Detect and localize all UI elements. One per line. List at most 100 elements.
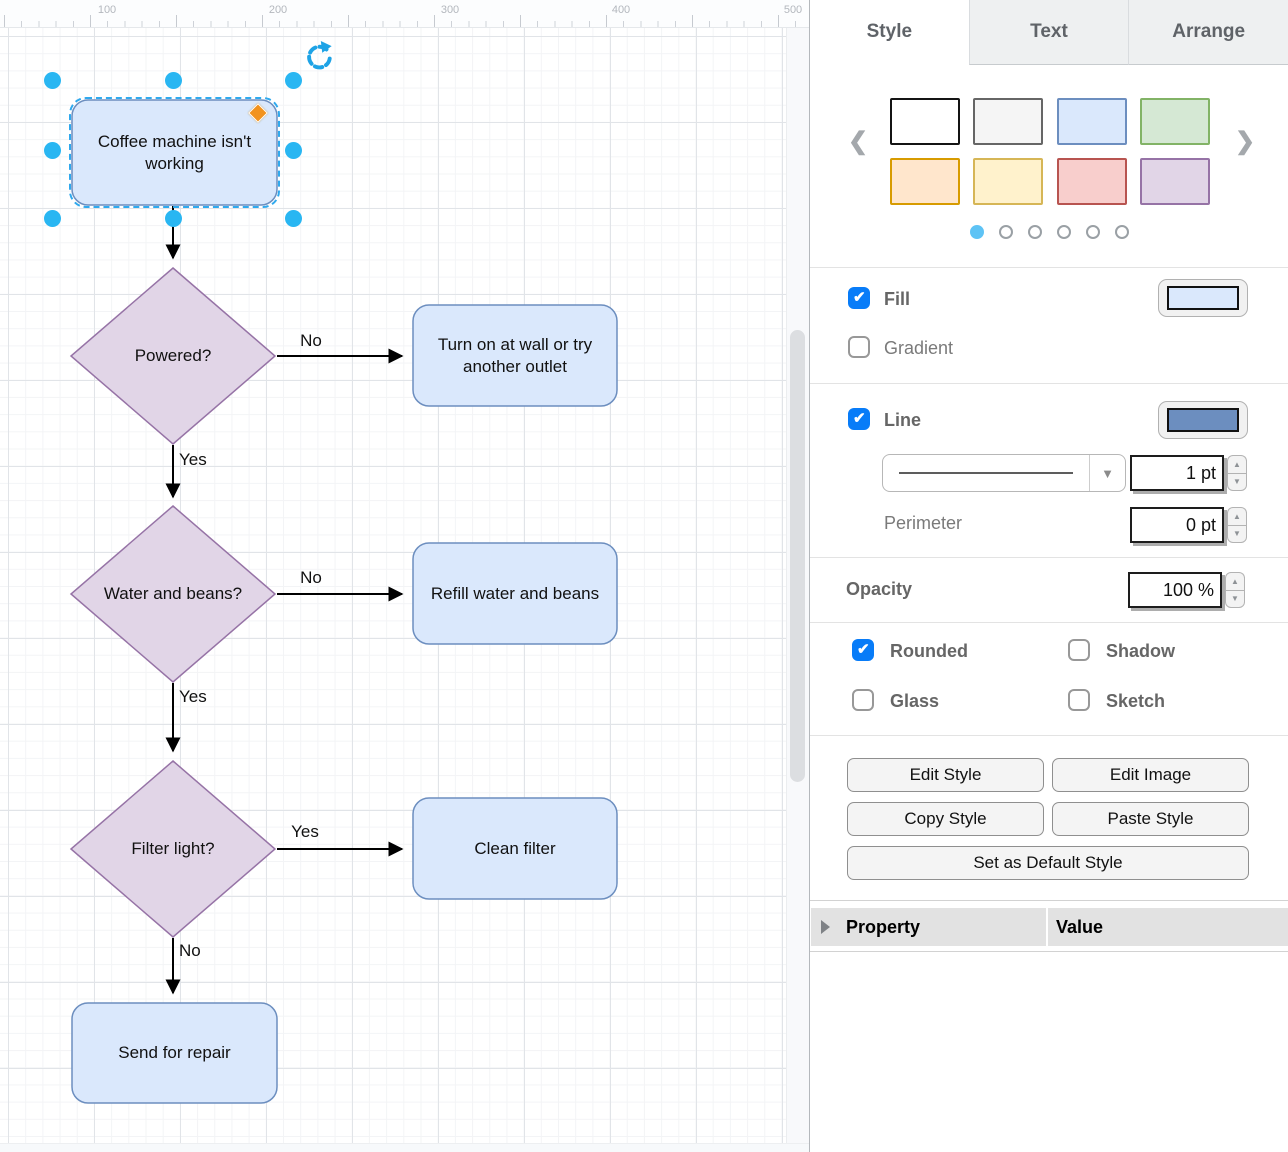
opacity-input[interactable]: 100 % [1128,572,1222,608]
shadow-checkbox[interactable] [1068,639,1090,661]
gradient-checkbox[interactable] [848,336,870,358]
page-dot[interactable] [998,225,1013,239]
edit-style-button[interactable]: Edit Style [847,758,1044,792]
stepper-up-icon[interactable]: ▲ [1227,507,1247,525]
paste-style-button[interactable]: Paste Style [1052,802,1249,836]
line-width-stepper[interactable]: ▲ ▼ [1227,455,1247,491]
diagram-canvas[interactable]: 100 200 300 400 500 [0,0,809,1152]
section-divider [810,622,1288,623]
line-width-input[interactable]: 1 pt [1130,455,1224,491]
fill-color-button[interactable] [1158,279,1248,317]
expander-triangle-icon[interactable] [821,920,830,934]
palette-page-dots [810,225,1288,239]
resize-handle-nw[interactable] [44,72,61,89]
section-divider [810,951,1288,952]
section-divider [810,383,1288,384]
stepper-down-icon[interactable]: ▼ [1227,472,1247,491]
page-dot[interactable] [1027,225,1042,239]
opacity-stepper[interactable]: ▲ ▼ [1225,572,1245,608]
section-divider [810,735,1288,736]
stepper-up-icon[interactable]: ▲ [1227,455,1247,473]
page-dot[interactable] [1085,225,1100,239]
gradient-label: Gradient [884,338,954,358]
edge-label-water-no[interactable]: No [300,568,322,587]
style-preset-swatch[interactable] [1140,158,1210,205]
line-color-button[interactable] [1158,401,1248,439]
sketch-checkbox[interactable] [1068,689,1090,711]
node-refill-label[interactable]: Refill water and beans [430,583,600,603]
style-preset-swatch[interactable] [1057,158,1127,205]
line-color-swatch [1167,408,1239,432]
palette-prev-icon[interactable]: ❮ [848,128,869,155]
edge-label-water-yes[interactable]: Yes [179,687,207,706]
resize-handle-e[interactable] [285,142,302,159]
node-turn-on-label[interactable]: Turn on at wall or try another outlet [437,334,593,376]
rounded-checkbox[interactable] [852,639,874,661]
ruler-label: 200 [268,4,288,16]
tab-arrange[interactable]: Arrange [1128,0,1288,65]
perimeter-label: Perimeter [884,513,963,533]
resize-handle-w[interactable] [44,142,61,159]
line-style-dropdown[interactable]: ▼ [882,454,1126,492]
rounded-label: Rounded [890,641,968,661]
resize-handle-n[interactable] [165,72,182,89]
section-divider [810,267,1288,268]
format-tabs: Style Text Arrange [810,0,1288,65]
copy-style-button[interactable]: Copy Style [847,802,1044,836]
horizontal-scrollbar-gutter[interactable] [0,1143,809,1152]
style-preset-swatch[interactable] [1057,98,1127,145]
node-clean-filter-label[interactable]: Clean filter [474,838,556,858]
resize-handle-s[interactable] [165,210,182,227]
page-dot[interactable] [969,225,984,239]
edge-label-powered-yes[interactable]: Yes [179,450,207,469]
style-preset-swatch[interactable] [973,98,1043,145]
property-column-header[interactable]: Property [811,908,1046,946]
edit-image-button[interactable]: Edit Image [1052,758,1249,792]
node-send-repair-label[interactable]: Send for repair [118,1043,231,1063]
glass-checkbox[interactable] [852,689,874,711]
line-checkbox[interactable] [848,408,870,430]
node-water-beans-label[interactable]: Water and beans? [103,584,243,604]
sketch-label: Sketch [1106,691,1166,711]
chevron-down-icon: ▼ [1101,465,1114,481]
style-preset-swatch[interactable] [890,98,960,145]
page-dot[interactable] [1114,225,1129,239]
rotate-handle-icon[interactable] [302,41,334,73]
format-panel: Style Text Arrange ❮ ❯ Fill Gr [809,0,1288,1152]
opacity-label: Opacity [846,579,913,599]
selection-outline [69,97,280,208]
palette-next-icon[interactable]: ❯ [1235,128,1256,155]
edge-label-filter-no[interactable]: No [179,941,201,960]
style-preset-swatch[interactable] [1140,98,1210,145]
tab-text[interactable]: Text [968,0,1129,65]
ruler-label: 500 [783,4,803,16]
perimeter-stepper[interactable]: ▲ ▼ [1227,507,1247,543]
node-filter-light-label[interactable]: Filter light? [131,839,215,859]
node-start-label[interactable]: Coffee machine isn't working [97,131,252,173]
section-divider [810,557,1288,558]
section-divider [810,900,1288,901]
style-preset-swatch[interactable] [890,158,960,205]
vertical-scrollbar-thumb[interactable] [790,330,805,782]
edge-label-powered-no[interactable]: No [300,331,322,350]
value-column-header: Value [1048,908,1288,946]
ruler-label: 100 [97,4,117,16]
resize-handle-se[interactable] [285,210,302,227]
node-powered-label[interactable]: Powered? [134,346,212,366]
stepper-down-icon[interactable]: ▼ [1225,589,1245,608]
stepper-down-icon[interactable]: ▼ [1227,524,1247,543]
resize-handle-ne[interactable] [285,72,302,89]
fill-checkbox[interactable] [848,287,870,309]
ruler-label: 300 [440,4,460,16]
perimeter-input[interactable]: 0 pt [1130,507,1224,543]
canvas-grid[interactable] [0,28,786,1143]
page-dot[interactable] [1056,225,1071,239]
set-default-style-button[interactable]: Set as Default Style [847,846,1249,880]
style-preset-swatch[interactable] [973,158,1043,205]
line-style-preview [899,472,1073,474]
resize-handle-sw[interactable] [44,210,61,227]
edge-label-filter-yes[interactable]: Yes [291,822,319,841]
tab-style[interactable]: Style [810,0,969,65]
fill-label: Fill [884,289,910,309]
stepper-up-icon[interactable]: ▲ [1225,572,1245,590]
